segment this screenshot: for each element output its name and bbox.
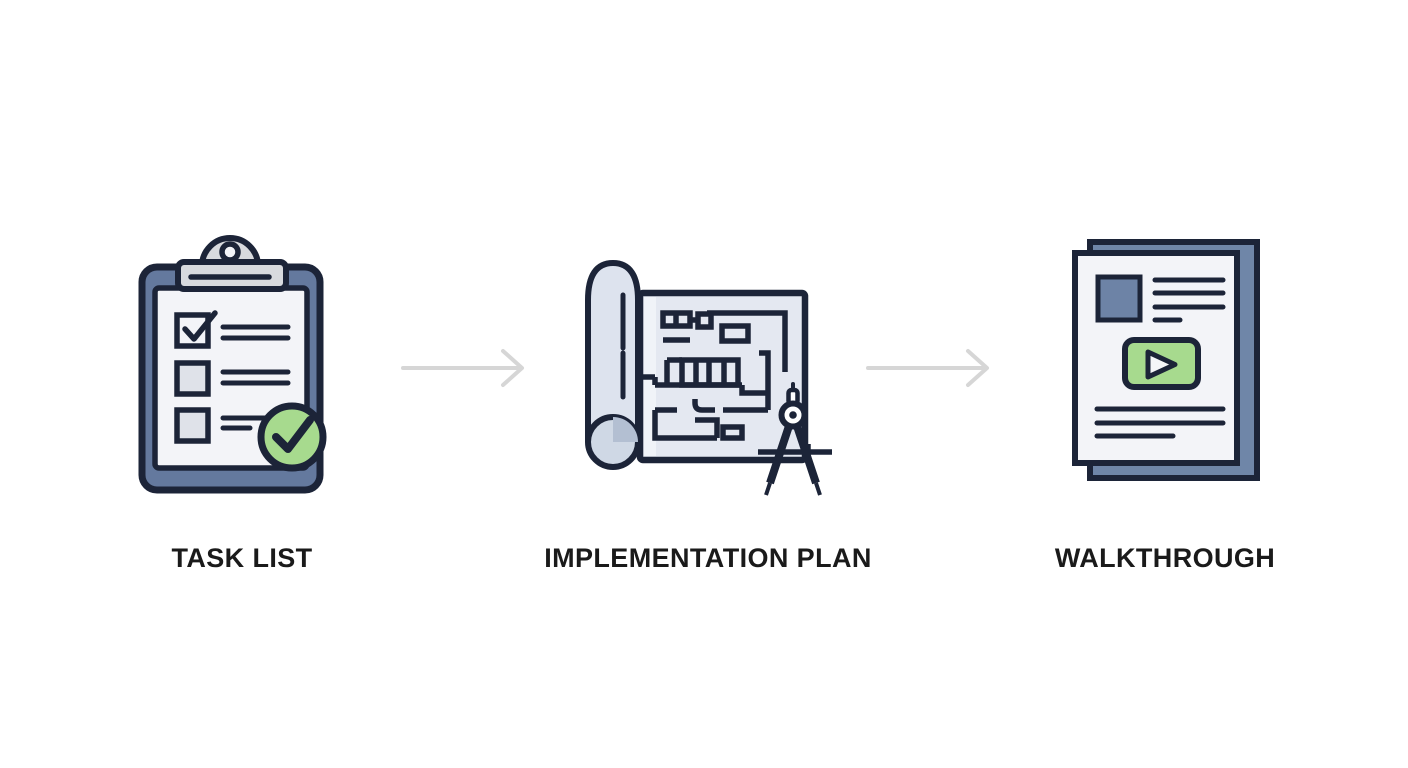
floor-plan-lines — [643, 310, 788, 441]
clipboard-checklist-icon — [138, 235, 327, 494]
paper-roll — [585, 259, 641, 470]
right-arrow-icon — [401, 349, 524, 387]
green-check-badge-icon — [257, 402, 327, 472]
checkbox-empty — [174, 360, 211, 397]
text-lines — [1152, 277, 1226, 323]
step-label-task-list: TASK LIST — [171, 543, 313, 573]
image-placeholder — [1095, 274, 1143, 323]
blueprint-compass-icon — [585, 259, 832, 496]
step-label-walkthrough: WALKTHROUGH — [1054, 543, 1276, 573]
text-lines — [1094, 406, 1226, 439]
step-label-implementation-plan: IMPLEMENTATION PLAN — [544, 543, 872, 573]
clipboard-clip — [175, 235, 289, 292]
checkmark-icon — [182, 310, 218, 342]
right-arrow-icon — [866, 349, 989, 387]
document-video-icon — [1072, 239, 1260, 481]
play-triangle-icon — [1145, 349, 1178, 380]
video-play-button-icon — [1122, 337, 1201, 390]
checkbox-empty — [174, 407, 211, 444]
drafting-compass-icon — [758, 382, 832, 496]
